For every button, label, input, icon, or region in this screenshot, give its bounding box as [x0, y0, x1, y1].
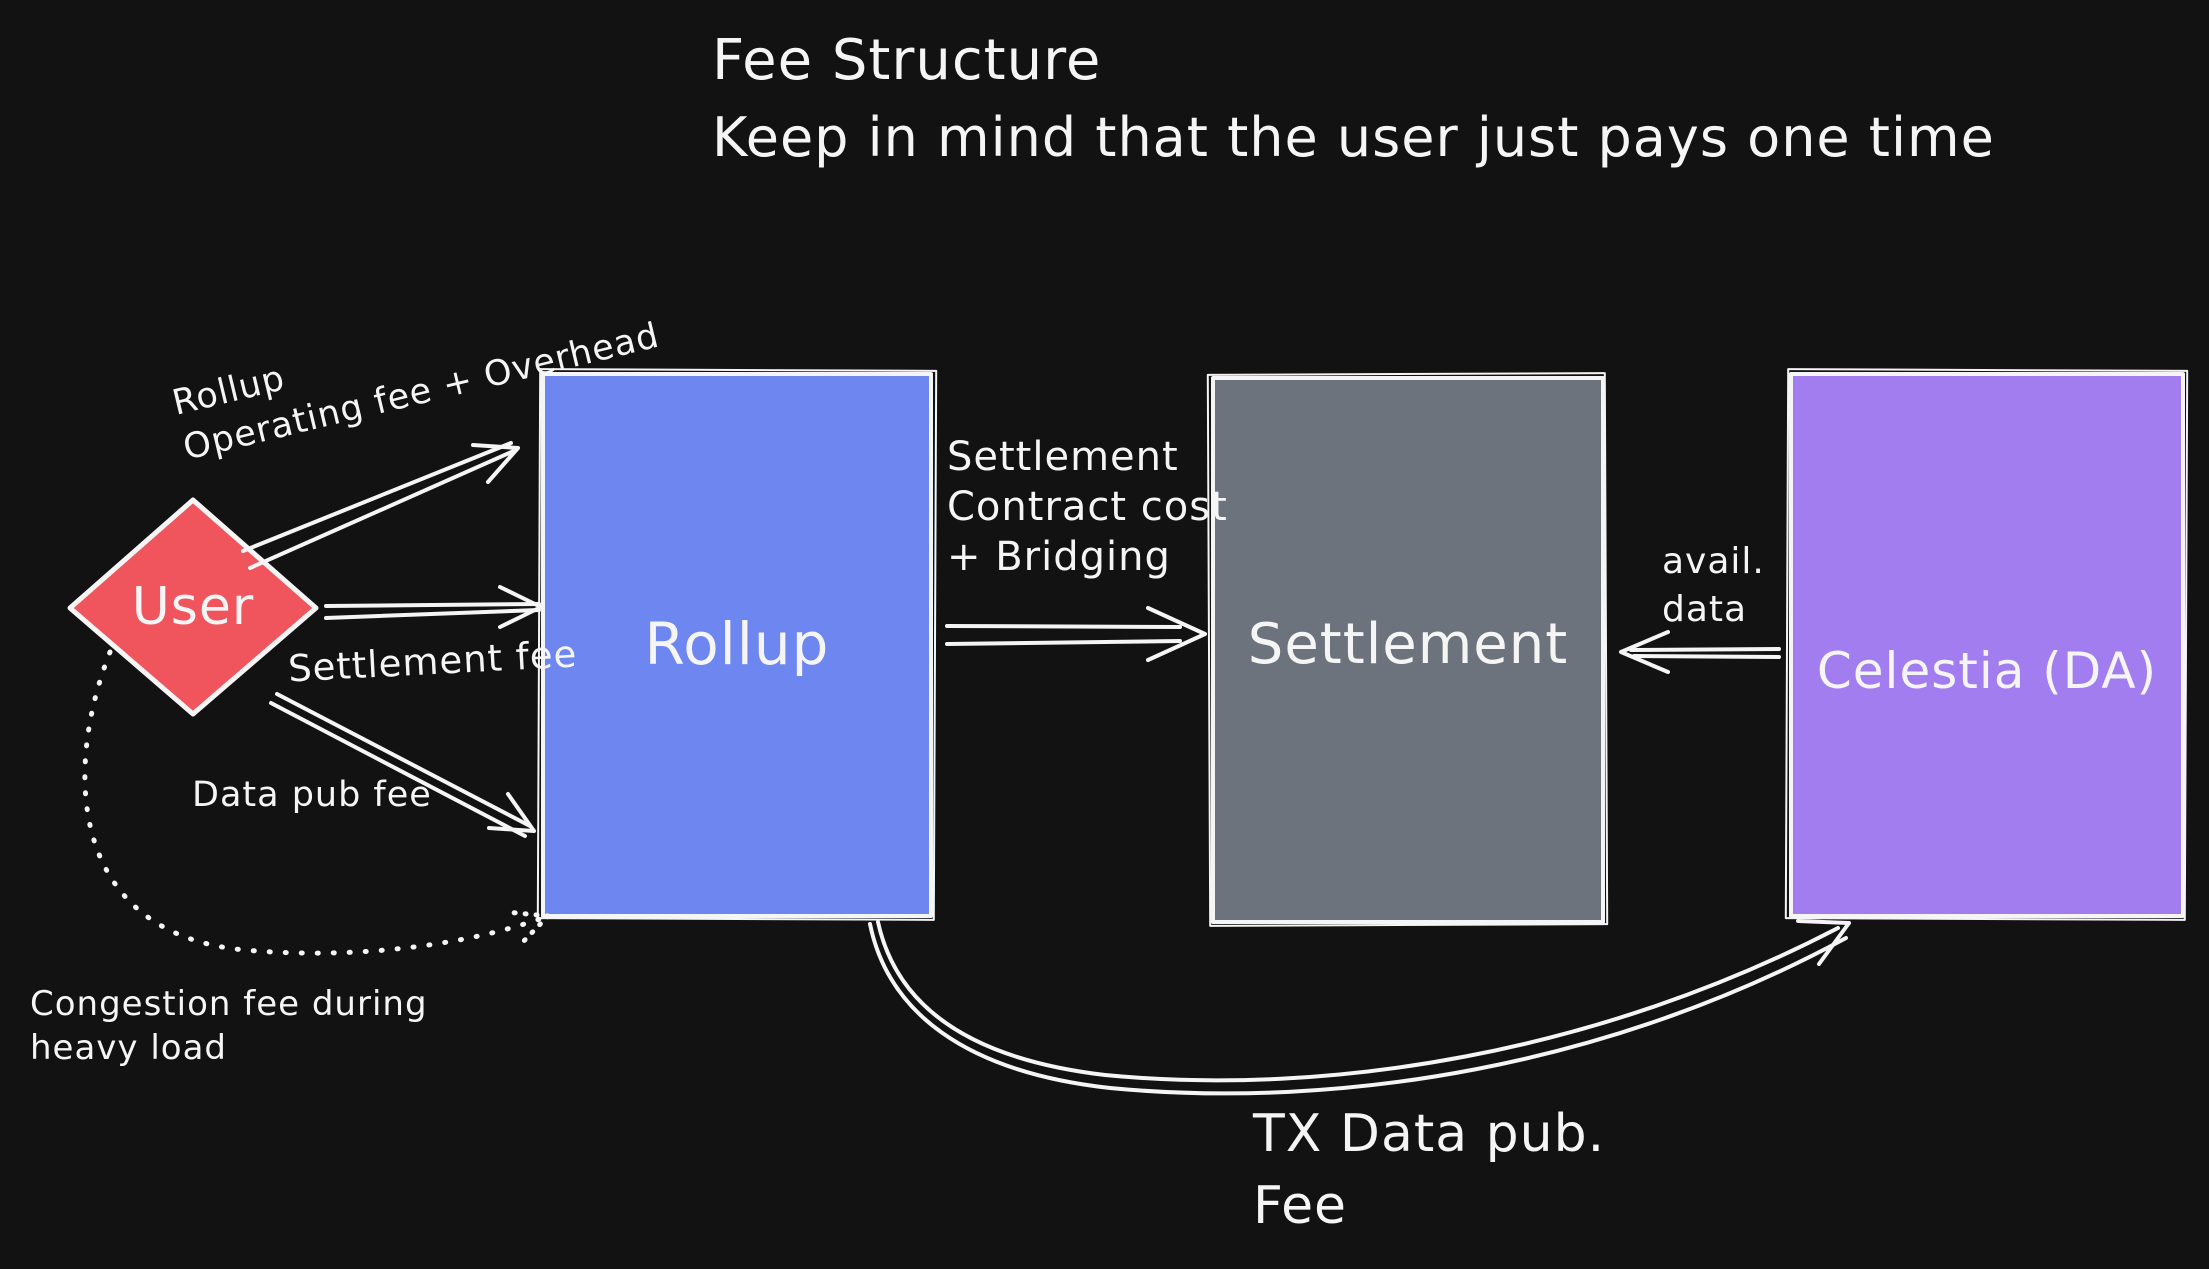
- avail-data-arrow: [1619, 630, 1781, 674]
- settlement-contract-arrow: [945, 606, 1207, 662]
- user-node-shape: [67, 497, 319, 717]
- rollup-node-shape: [541, 372, 933, 918]
- settlement-node-shape: [1211, 376, 1605, 924]
- tx-data-pub-label-line2: Fee: [1253, 1176, 1348, 1236]
- rollup-node-label: Rollup: [644, 610, 830, 678]
- settlement-contract-label-line1: Settlement: [947, 434, 1179, 480]
- rollup-node-sketch-outline: [536, 368, 938, 921]
- congestion-fee-dotted-arrow: [82, 649, 551, 956]
- celestia-node-sketch-outline: [1784, 368, 2189, 921]
- data-pub-fee-label: Data pub fee: [192, 775, 432, 815]
- avail-data-label-line1: avail.: [1662, 541, 1765, 582]
- celestia-node-label: Celestia (DA): [1816, 642, 2158, 700]
- congestion-fee-label-line2: heavy load: [30, 1028, 228, 1068]
- settlement-contract-label-line2: Contract cost: [947, 484, 1228, 530]
- tx-data-pub-label: TX Data pub. Fee: [1253, 1098, 1605, 1242]
- user-node-label: User: [131, 577, 255, 637]
- settlement-node-sketch-outline: [1206, 372, 1609, 927]
- avail-data-label-line2: data: [1662, 589, 1748, 630]
- diagram-title: Fee Structure: [712, 28, 1102, 93]
- diagram-subtitle: Keep in mind that the user just pays one…: [712, 106, 1995, 169]
- congestion-fee-label: Congestion fee during heavy load: [30, 982, 428, 1070]
- settlement-contract-label: Settlement Contract cost + Bridging: [947, 432, 1228, 582]
- shapes-group: [67, 368, 2189, 1096]
- settlement-fee-arrow: [324, 585, 543, 629]
- congestion-fee-label-line1: Congestion fee during: [30, 984, 428, 1024]
- avail-data-label: avail. data: [1662, 538, 1765, 634]
- celestia-node-shape: [1789, 372, 2185, 918]
- tx-data-pub-arrow: [868, 919, 1851, 1096]
- data-pub-fee-arrow: [269, 692, 536, 838]
- settlement-node-label: Settlement: [1247, 612, 1569, 677]
- operating-fee-arrow: [241, 441, 520, 570]
- tx-data-pub-label-line1: TX Data pub.: [1253, 1104, 1606, 1164]
- settlement-contract-label-line3: + Bridging: [947, 534, 1171, 580]
